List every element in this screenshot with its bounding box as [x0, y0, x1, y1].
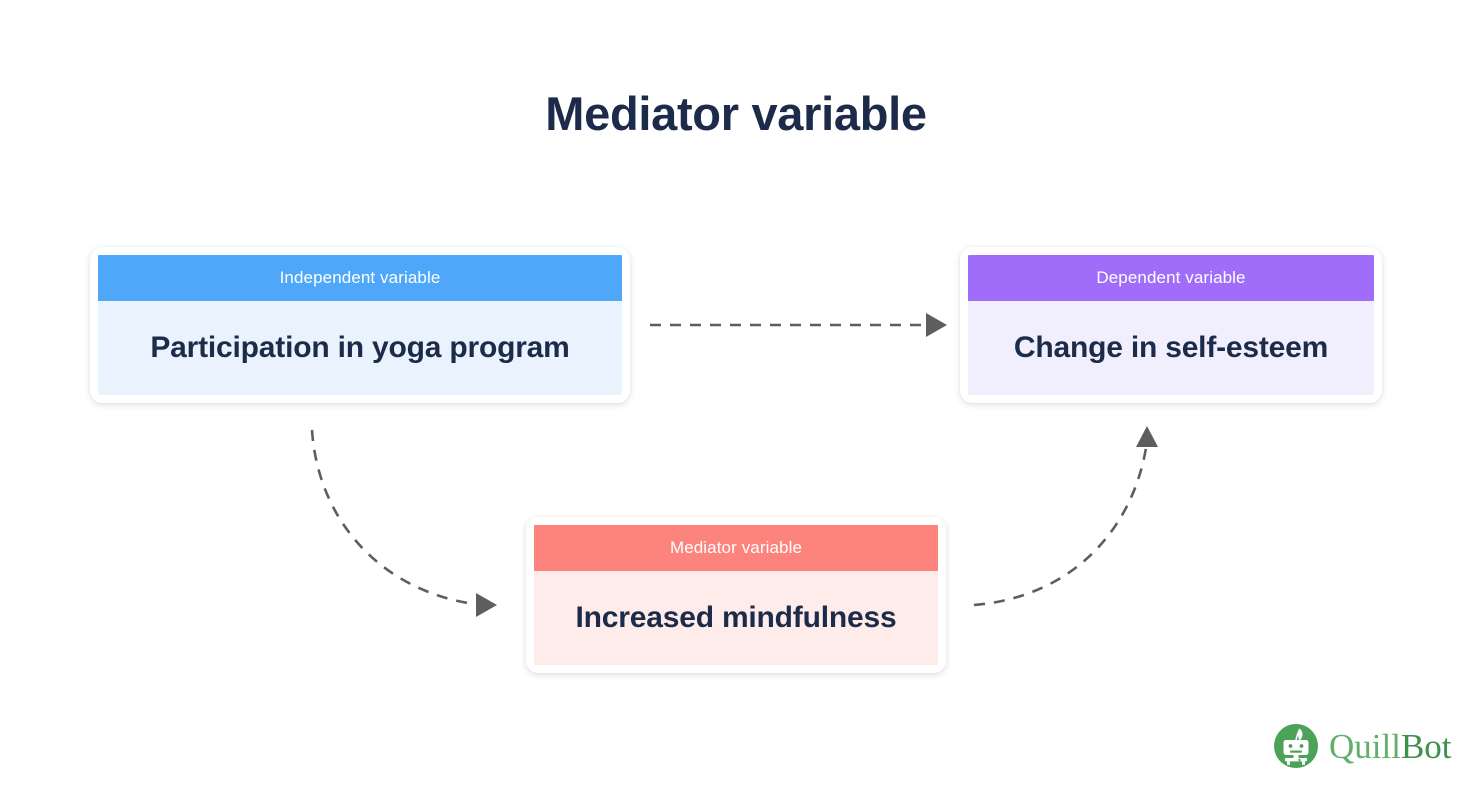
arrow-mediator-to-dependent-icon	[973, 426, 1158, 607]
card-independent-variable-body: Participation in yoga program	[98, 301, 622, 395]
quillbot-wordmark: QuillBot	[1329, 729, 1452, 764]
card-independent-variable: Independent variable Participation in yo…	[90, 247, 630, 403]
quillbot-wordmark-part1: Quill	[1329, 726, 1401, 766]
quillbot-wordmark-part2: Bot	[1400, 726, 1452, 766]
card-dependent-variable-inner: Dependent variable Change in self-esteem	[968, 255, 1374, 395]
card-independent-variable-header: Independent variable	[98, 255, 622, 301]
card-mediator-variable-body: Increased mindfulness	[534, 571, 938, 665]
card-mediator-variable-inner: Mediator variable Increased mindfulness	[534, 525, 938, 665]
quillbot-logo: QuillBot	[1272, 719, 1452, 773]
card-dependent-variable-body: Change in self-esteem	[968, 301, 1374, 395]
card-independent-variable-inner: Independent variable Participation in yo…	[98, 255, 622, 395]
card-dependent-variable: Dependent variable Change in self-esteem	[960, 247, 1382, 403]
card-dependent-variable-header: Dependent variable	[968, 255, 1374, 301]
page-title: Mediator variable	[545, 87, 927, 140]
card-mediator-variable: Mediator variable Increased mindfulness	[526, 517, 946, 673]
arrow-independent-to-dependent-icon	[650, 313, 947, 337]
card-mediator-variable-header: Mediator variable	[534, 525, 938, 571]
quillbot-robot-icon	[1274, 724, 1318, 768]
arrow-independent-to-mediator-icon	[310, 429, 497, 617]
